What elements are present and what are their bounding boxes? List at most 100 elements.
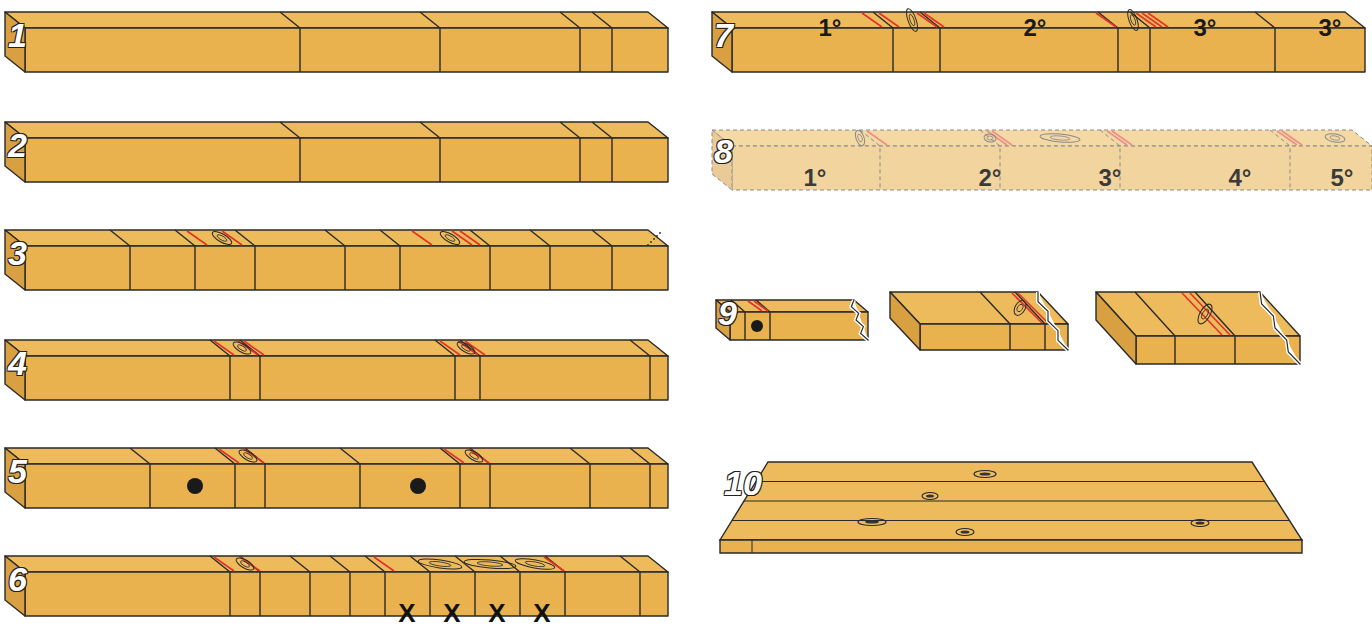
knot xyxy=(463,448,484,465)
dotted-mark xyxy=(650,241,652,243)
board xyxy=(5,556,668,616)
grade-label: 3° xyxy=(1194,16,1217,40)
board-top xyxy=(5,448,668,464)
mark-line xyxy=(924,13,944,27)
cut-line xyxy=(130,448,150,508)
mark-line xyxy=(1182,293,1222,335)
cut-line xyxy=(280,122,300,182)
break-cover xyxy=(851,300,868,340)
panel-top xyxy=(720,462,1302,540)
break-cover xyxy=(1038,292,1068,350)
knot-core xyxy=(1196,521,1205,524)
knot-ring xyxy=(477,561,503,567)
board xyxy=(5,122,668,182)
grade-label: 1° xyxy=(804,166,827,190)
mark-line xyxy=(1190,293,1230,335)
cut-line xyxy=(1135,292,1175,364)
knot-ring xyxy=(461,344,472,352)
board-front xyxy=(25,572,668,616)
knot-core xyxy=(865,520,879,523)
break-line xyxy=(1038,292,1068,350)
cut-line xyxy=(1255,12,1275,72)
knot-ring xyxy=(1129,14,1137,26)
knot-ring xyxy=(240,560,251,568)
mark-line xyxy=(987,131,1007,145)
knot-ring xyxy=(1050,135,1070,141)
knot xyxy=(904,7,920,32)
mark-line xyxy=(992,131,1012,145)
cut-line xyxy=(240,556,260,616)
cut-line xyxy=(980,292,1010,350)
grade-label: 2° xyxy=(979,166,1002,190)
board-front xyxy=(25,246,668,290)
knot xyxy=(231,340,252,357)
cut-line xyxy=(630,448,650,508)
knot-ring xyxy=(987,136,994,141)
grade-label: 3° xyxy=(1099,166,1122,190)
knot xyxy=(974,471,996,478)
dotted-mark xyxy=(656,235,658,237)
cut-line xyxy=(420,122,440,182)
panel-number: 9 xyxy=(718,296,737,330)
cut-line xyxy=(560,12,580,72)
knot-ring xyxy=(1200,308,1210,320)
board-front xyxy=(730,312,868,340)
cut-line xyxy=(235,230,255,290)
knot-dot xyxy=(751,320,763,332)
knot-ring xyxy=(429,560,451,567)
cut-line xyxy=(175,230,195,290)
knot xyxy=(1125,8,1140,31)
mark-line xyxy=(1096,13,1116,27)
board-front xyxy=(25,28,668,72)
knot-ring xyxy=(237,344,248,352)
cut-line xyxy=(215,448,235,508)
knot xyxy=(854,129,867,147)
board-end xyxy=(712,130,732,190)
knot-dot xyxy=(187,478,203,494)
cut-line xyxy=(210,340,230,400)
cut-line xyxy=(470,230,490,290)
glued-panel xyxy=(720,462,1302,553)
cut-line xyxy=(530,230,550,290)
cut-line xyxy=(340,448,360,508)
cut-line xyxy=(470,448,490,508)
cut-line xyxy=(620,556,640,616)
mark-line xyxy=(1282,131,1302,145)
knot-ring xyxy=(908,14,916,27)
cut-line xyxy=(560,122,580,182)
panel-edge xyxy=(720,540,1302,553)
cut-line xyxy=(570,448,590,508)
mark-line xyxy=(460,231,480,245)
board-end xyxy=(1096,292,1136,364)
knot-core xyxy=(961,530,970,533)
reject-mark: X xyxy=(443,600,460,626)
dotted-mark xyxy=(653,238,655,240)
mark-line xyxy=(219,449,239,463)
panel-number: 8 xyxy=(714,134,733,168)
board-top xyxy=(5,12,668,28)
board xyxy=(5,340,668,400)
cut-line xyxy=(330,556,350,616)
knot xyxy=(515,557,556,572)
cut-line xyxy=(920,12,940,72)
mark-line xyxy=(244,341,264,355)
mark-line xyxy=(187,231,207,245)
board-top xyxy=(5,340,668,356)
break-cover xyxy=(1260,292,1300,364)
cut-line xyxy=(592,122,612,182)
knot-ring xyxy=(243,452,254,460)
grade-label: 4° xyxy=(1229,166,1252,190)
knot-dot xyxy=(410,478,426,494)
panel-number: 4 xyxy=(8,346,27,380)
panel-number: 7 xyxy=(714,18,733,52)
board-end xyxy=(712,12,732,72)
mark-line xyxy=(862,13,882,27)
board-top xyxy=(5,122,668,138)
board xyxy=(890,292,1068,350)
cut-line xyxy=(280,12,300,72)
reject-mark: X xyxy=(398,600,415,626)
knot-core xyxy=(980,472,991,475)
knot xyxy=(237,448,258,465)
knot-core xyxy=(926,494,934,497)
